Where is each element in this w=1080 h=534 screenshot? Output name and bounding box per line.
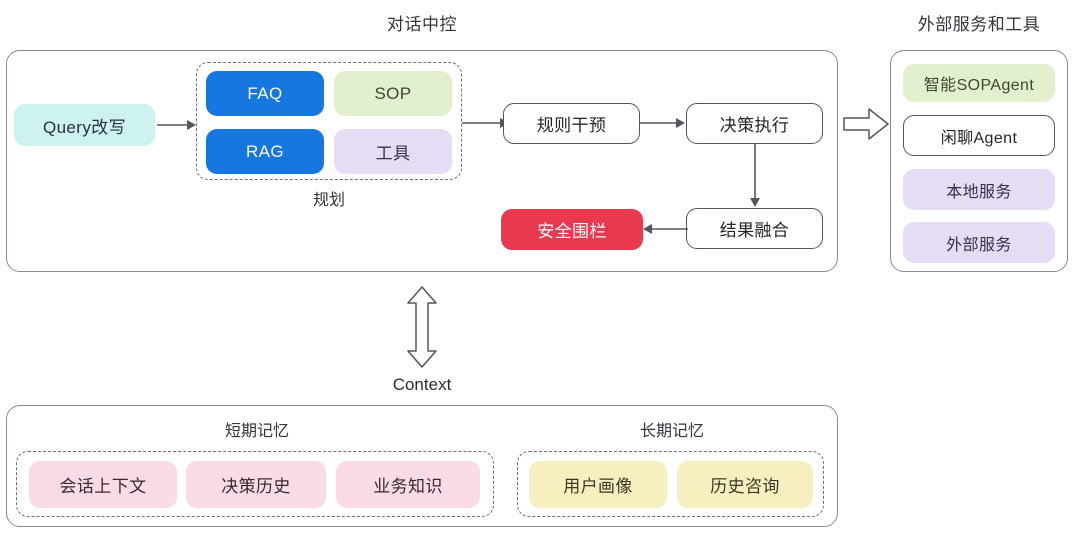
short-term-item-session-context[interactable]: 会话上下文 xyxy=(29,461,177,508)
long-term-memory-group xyxy=(517,451,824,517)
short-term-item-decision-history[interactable]: 决策历史 xyxy=(186,461,326,508)
planning-item-faq[interactable]: FAQ xyxy=(206,71,324,116)
external-panel-title: 外部服务和工具 xyxy=(917,15,1041,34)
long-term-memory-title: 长期记忆 xyxy=(639,423,704,440)
planning-group xyxy=(196,62,462,180)
arrow-fusion-to-guardrail xyxy=(643,224,688,234)
short-term-memory-group xyxy=(16,451,494,517)
planning-item-sop[interactable]: SOP xyxy=(334,71,452,116)
block-arrow-to-external xyxy=(843,108,889,140)
node-result-fusion[interactable]: 结果融合 xyxy=(686,208,823,249)
external-item-external-service[interactable]: 外部服务 xyxy=(903,222,1055,263)
external-item-local-service[interactable]: 本地服务 xyxy=(903,169,1055,210)
arrow-decision-to-fusion xyxy=(750,144,760,207)
context-label: Context xyxy=(392,375,452,394)
planning-item-rag[interactable]: RAG xyxy=(206,129,324,174)
node-safety-guardrail[interactable]: 安全围栏 xyxy=(501,209,643,250)
external-item-chitchat-agent[interactable]: 闲聊Agent xyxy=(903,115,1055,156)
node-rule-intervention[interactable]: 规则干预 xyxy=(503,103,640,144)
block-arrow-context-bidirectional xyxy=(407,286,437,368)
main-panel-title: 对话中控 xyxy=(387,15,457,34)
external-item-sop-agent[interactable]: 智能SOPAgent xyxy=(903,64,1055,102)
node-query-rewrite[interactable]: Query改写 xyxy=(14,104,155,146)
arrow-rule-to-decision xyxy=(640,118,685,128)
short-term-memory-title: 短期记忆 xyxy=(224,423,289,440)
arrow-query-to-planning xyxy=(157,120,196,130)
node-decision-execution[interactable]: 决策执行 xyxy=(686,103,823,144)
short-term-item-business-knowledge[interactable]: 业务知识 xyxy=(336,461,480,508)
long-term-item-user-profile[interactable]: 用户画像 xyxy=(529,461,667,508)
planning-group-label: 规划 xyxy=(312,192,345,209)
long-term-item-history-consult[interactable]: 历史咨询 xyxy=(677,461,813,508)
planning-item-tool[interactable]: 工具 xyxy=(334,129,452,174)
